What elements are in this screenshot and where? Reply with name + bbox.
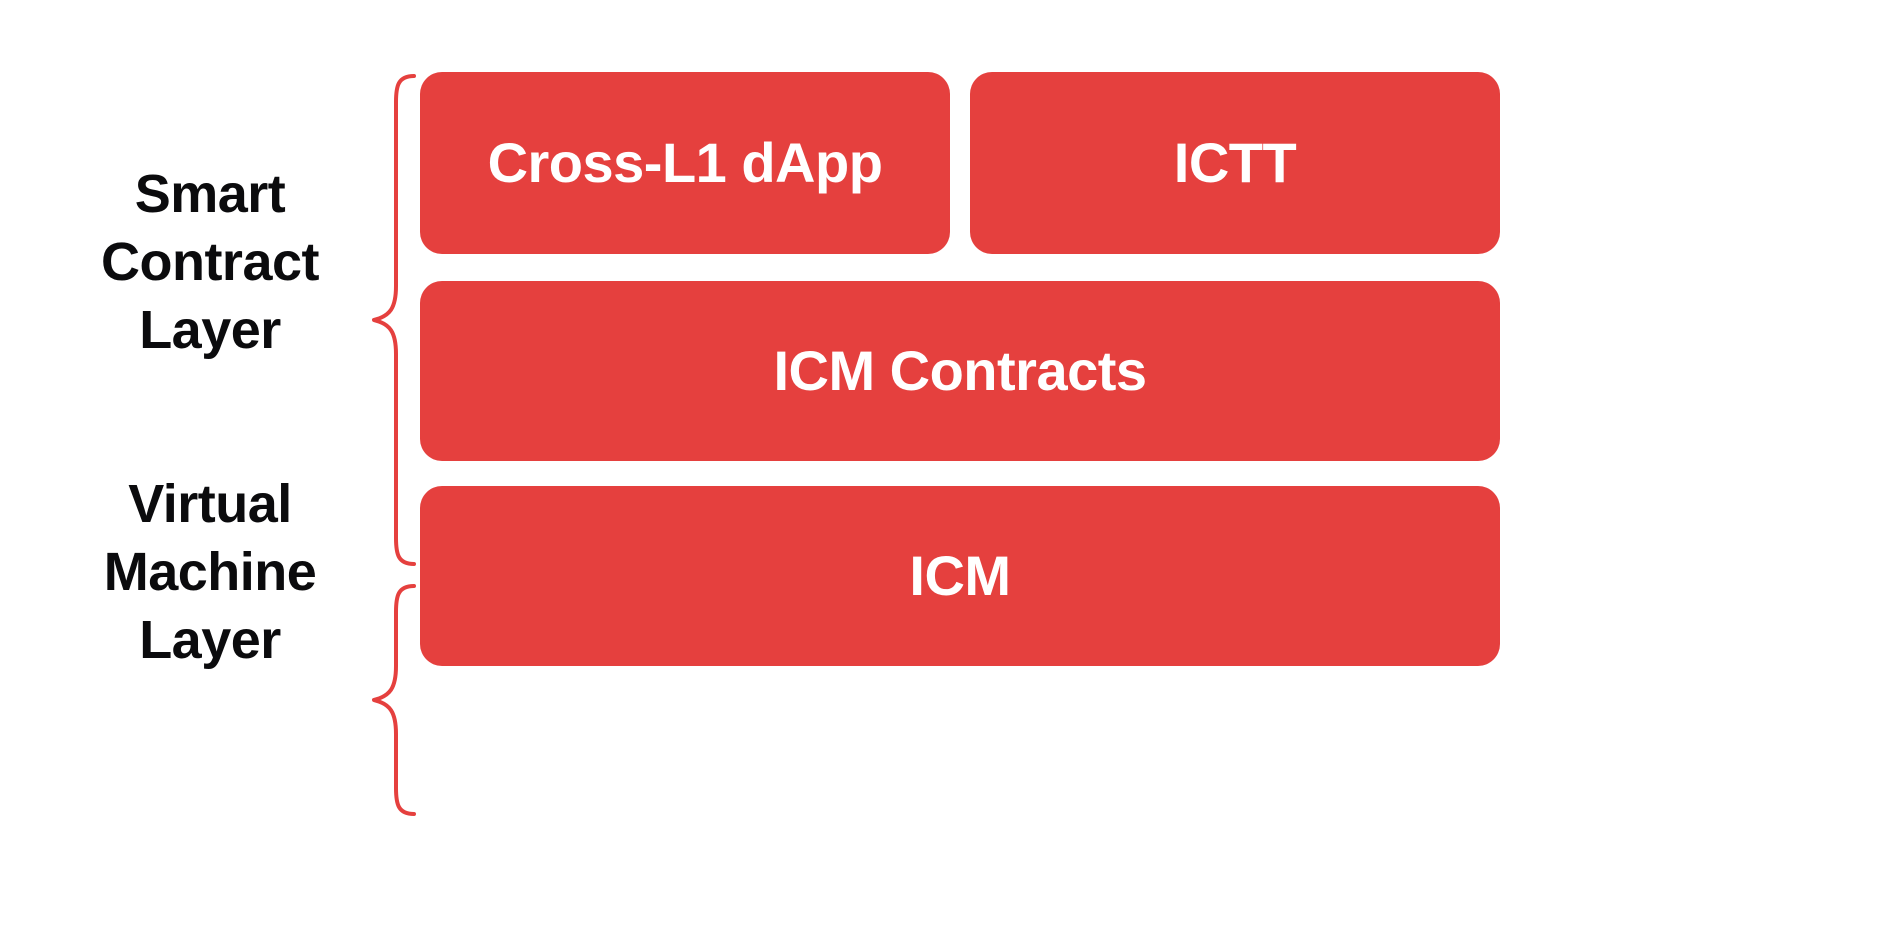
layer-label-smart-contract: Smart Contract Layer xyxy=(100,164,320,360)
curly-brace-left-icon-smart-contract xyxy=(368,70,418,570)
node-box-icm[interactable]: ICM xyxy=(420,486,1500,666)
node-label-cross-l1-dapp: Cross-L1 dApp xyxy=(487,131,883,194)
layer-label-virtual-machine: Virtual Machine Layer xyxy=(103,474,317,670)
curly-brace-left-icon-virtual-machine xyxy=(368,580,418,820)
node-box-ictt[interactable]: ICTT xyxy=(970,72,1500,254)
node-box-cross-l1-dapp[interactable]: Cross-L1 dApp xyxy=(420,72,950,254)
node-label-ictt: ICTT xyxy=(1173,131,1297,194)
node-label-icm: ICM xyxy=(909,544,1011,607)
node-box-icm-contracts[interactable]: ICM Contracts xyxy=(420,281,1500,461)
node-label-icm-contracts: ICM Contracts xyxy=(773,339,1147,402)
